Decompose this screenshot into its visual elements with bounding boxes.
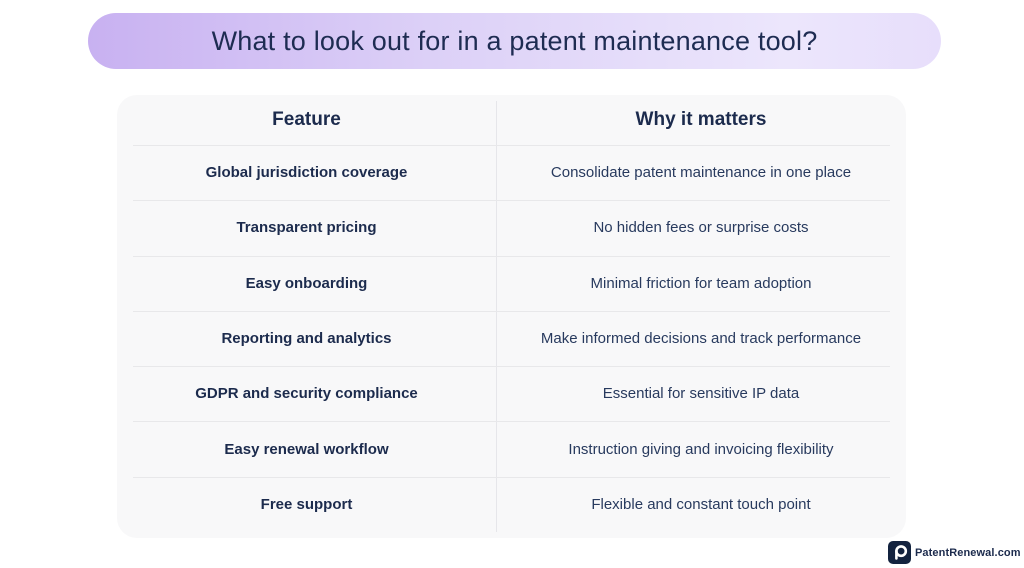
why-cell: No hidden fees or surprise costs — [593, 219, 809, 237]
why-cell: Instruction giving and invoicing flexibi… — [568, 440, 834, 458]
why-cell: Flexible and constant touch point — [591, 495, 811, 513]
table-row: Reporting and analytics Make informed de… — [117, 310, 906, 366]
why-cell: Consolidate patent maintenance in one pl… — [550, 164, 852, 182]
page-title: What to look out for in a patent mainten… — [211, 25, 818, 56]
header-feature: Feature — [272, 109, 341, 130]
header-why-it-matters: Why it matters — [635, 109, 767, 130]
title-banner: What to look out for in a patent mainten… — [88, 13, 941, 69]
magnifier-p-icon — [888, 541, 911, 564]
feature-cell: Easy renewal workflow — [224, 440, 389, 458]
table-row: Easy onboarding Minimal friction for tea… — [117, 255, 906, 311]
table-header-row: Feature Why it matters — [117, 95, 906, 145]
feature-cell: Reporting and analytics — [221, 329, 392, 347]
table-row: Easy renewal workflow Instruction giving… — [117, 421, 906, 476]
why-cell: Make informed decisions and track perfor… — [540, 329, 862, 347]
brand-footer: PatentRenewal.com — [888, 541, 1021, 564]
table-row: GDPR and security compliance Essential f… — [117, 366, 906, 421]
comparison-table: Feature Why it matters Global jurisdicti… — [117, 95, 906, 538]
why-cell: Essential for sensitive IP data — [602, 385, 800, 403]
column-divider — [496, 101, 497, 532]
table-row: Transparent pricing No hidden fees or su… — [117, 200, 906, 255]
feature-cell: Transparent pricing — [236, 219, 377, 237]
why-cell: Minimal friction for team adoption — [590, 274, 812, 292]
feature-cell: Easy onboarding — [245, 274, 368, 292]
table-row: Free support Flexible and constant touch… — [117, 476, 906, 532]
brand-name: PatentRenewal.com — [915, 546, 1021, 559]
feature-cell: GDPR and security compliance — [195, 385, 418, 403]
feature-cell: Global jurisdiction coverage — [205, 164, 408, 182]
feature-cell: Free support — [260, 495, 353, 513]
table-row: Global jurisdiction coverage Consolidate… — [117, 145, 906, 200]
